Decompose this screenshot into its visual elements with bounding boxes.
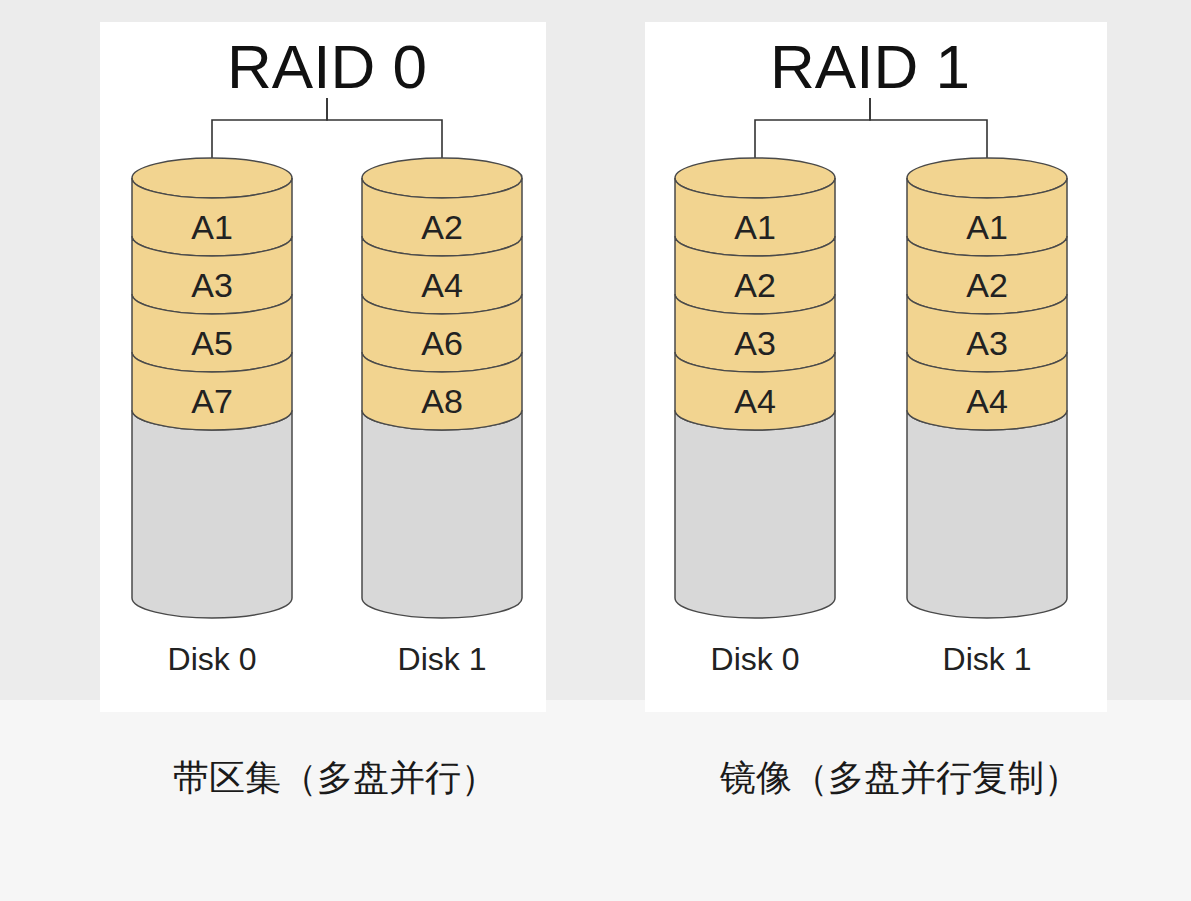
disk-name: Disk 1 — [847, 642, 1127, 677]
disk-name: Disk 0 — [615, 642, 895, 677]
data-block: A7 — [132, 352, 292, 430]
block-outline — [362, 236, 522, 314]
caption: 镜像（多盘并行复制） — [717, 756, 1083, 799]
raid-connector — [327, 98, 442, 158]
disk-cylinder: A1A2A3A4Disk 1 — [907, 158, 1067, 618]
lower-ground — [0, 700, 1191, 901]
disk-cylinder: A2A4A6A8Disk 1 — [362, 158, 522, 618]
block-label: A3 — [734, 326, 776, 360]
empty-space — [132, 410, 292, 618]
raid-level-title: RAID 1 — [766, 36, 974, 98]
empty-space — [675, 410, 835, 618]
disk-label-holder: Disk 0 — [615, 642, 895, 677]
data-block: A2 — [907, 236, 1067, 314]
block-label: A4 — [421, 268, 463, 302]
data-block: A4 — [675, 352, 835, 430]
right-panel — [645, 22, 1107, 712]
data-block: A6 — [362, 294, 522, 372]
data-block: A2 — [675, 236, 835, 314]
data-block: A1 — [132, 178, 292, 256]
block-outline — [132, 294, 292, 372]
data-block: A2 — [362, 178, 522, 256]
data-block: A8 — [362, 352, 522, 430]
block-outline — [362, 294, 522, 372]
disk-label-holder: Disk 1 — [847, 642, 1127, 677]
caption-holder: 带区集（多盘并行） — [170, 756, 500, 799]
block-label: A2 — [966, 268, 1008, 302]
raid-connector — [755, 98, 870, 158]
block-label: A1 — [191, 210, 233, 244]
data-block: A4 — [907, 352, 1067, 430]
block-label: A1 — [734, 210, 776, 244]
disk-name: Disk 1 — [302, 642, 582, 677]
block-outline — [907, 236, 1067, 314]
raid-level-title: RAID 0 — [223, 36, 431, 98]
data-block: A3 — [132, 236, 292, 314]
disk-label-holder: Disk 1 — [302, 642, 582, 677]
disk-cylinder: A1A2A3A4Disk 0 — [675, 158, 835, 618]
raid-connector — [870, 98, 987, 158]
left-panel — [100, 22, 546, 712]
block-outline — [132, 178, 292, 256]
caption-holder: 镜像（多盘并行复制） — [717, 756, 1083, 799]
disk-cylinder: A1A3A5A7Disk 0 — [132, 158, 292, 618]
block-outline — [132, 236, 292, 314]
disk-name: Disk 0 — [72, 642, 352, 677]
block-outline — [132, 352, 292, 430]
raid-title: RAID 1 — [766, 36, 974, 98]
block-outline — [907, 352, 1067, 430]
raid-connector — [212, 98, 327, 158]
block-outline — [675, 352, 835, 430]
block-label: A2 — [421, 210, 463, 244]
block-outline — [362, 178, 522, 256]
block-label: A2 — [734, 268, 776, 302]
raid-title: RAID 0 — [223, 36, 431, 98]
block-label: A3 — [966, 326, 1008, 360]
block-outline — [675, 294, 835, 372]
block-outline — [907, 294, 1067, 372]
block-outline — [675, 236, 835, 314]
block-label: A8 — [421, 384, 463, 418]
block-label: A3 — [191, 268, 233, 302]
data-block: A3 — [907, 294, 1067, 372]
block-label: A6 — [421, 326, 463, 360]
empty-space — [362, 410, 522, 618]
block-outline — [362, 352, 522, 430]
block-label: A5 — [191, 326, 233, 360]
empty-space — [907, 410, 1067, 618]
block-label: A1 — [966, 210, 1008, 244]
block-outline — [907, 178, 1067, 256]
block-label: A4 — [966, 384, 1008, 418]
data-block: A5 — [132, 294, 292, 372]
data-block: A4 — [362, 236, 522, 314]
data-block: A1 — [907, 178, 1067, 256]
block-outline — [675, 178, 835, 256]
caption: 带区集（多盘并行） — [170, 756, 500, 799]
block-label: A7 — [191, 384, 233, 418]
data-block: A3 — [675, 294, 835, 372]
data-block: A1 — [675, 178, 835, 256]
disk-label-holder: Disk 0 — [72, 642, 352, 677]
block-label: A4 — [734, 384, 776, 418]
